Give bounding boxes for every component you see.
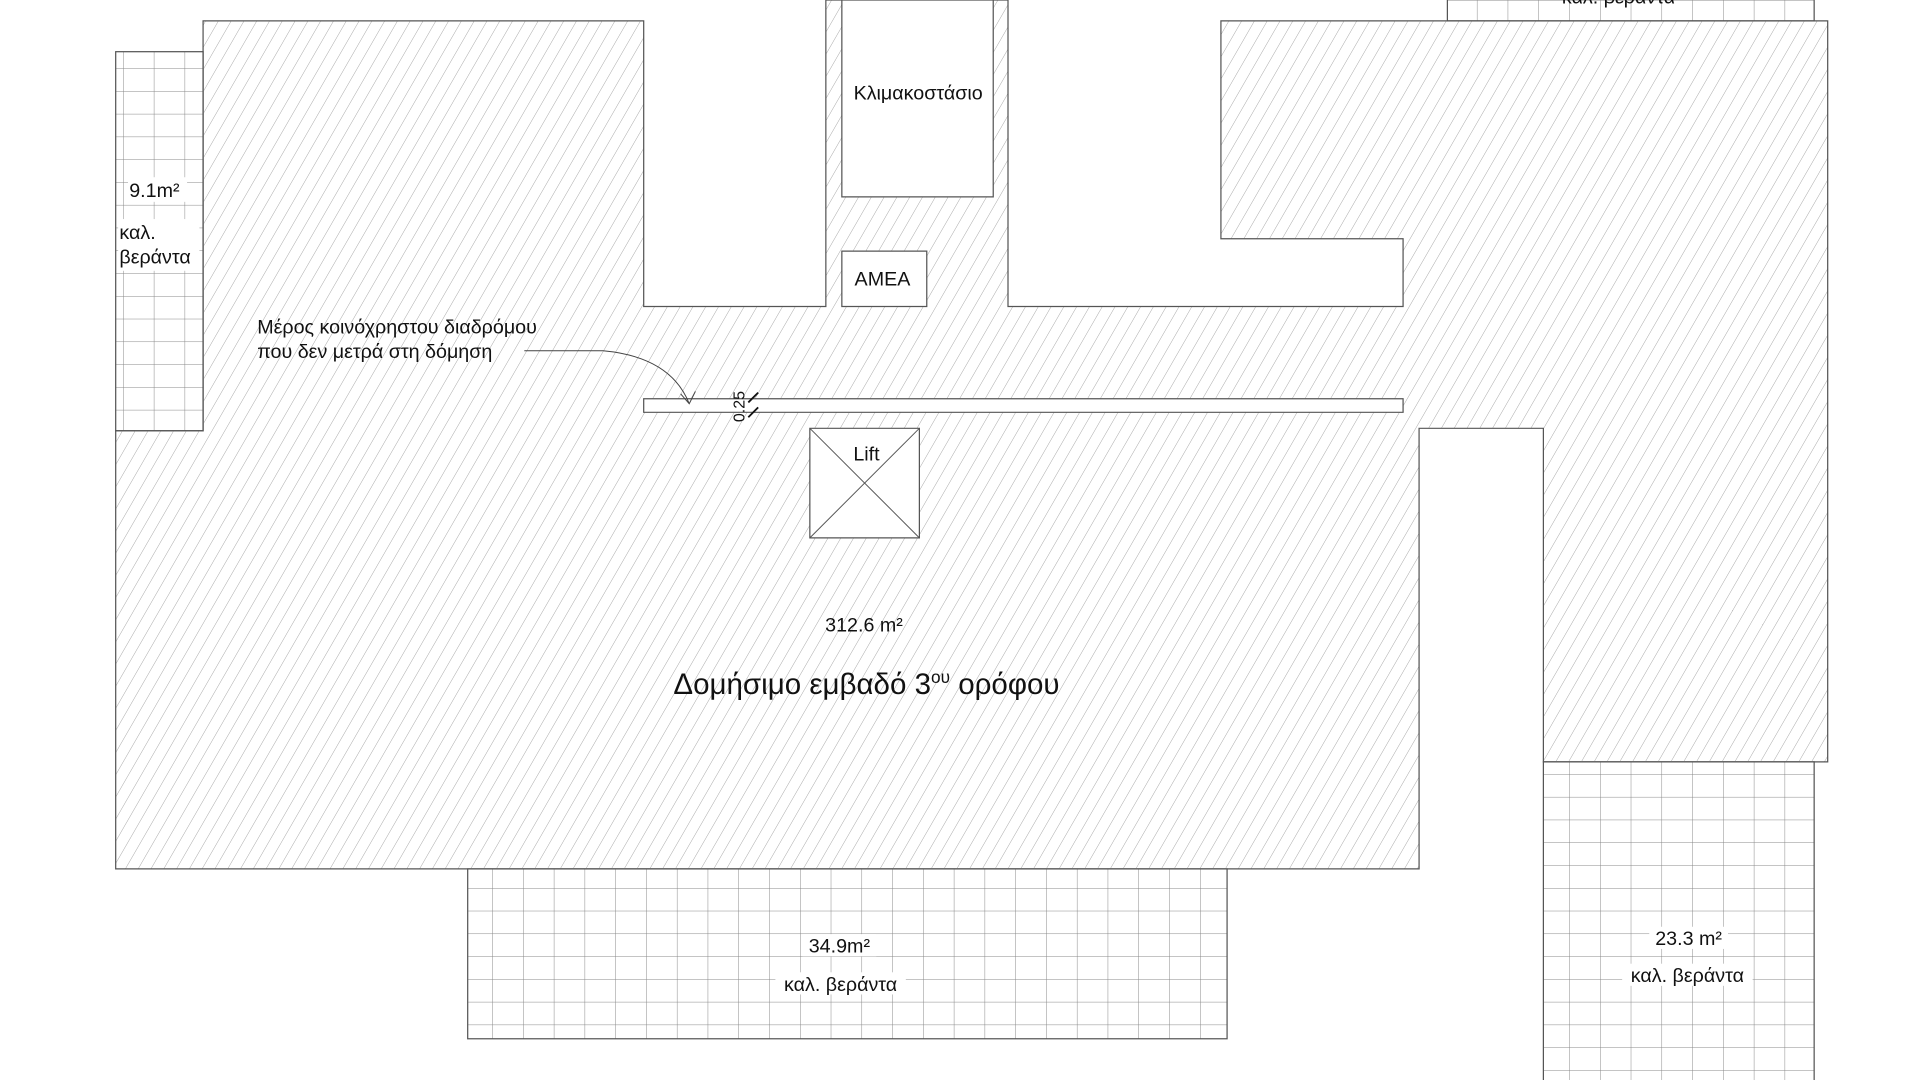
annotation-line-1: Μέρος κοινόχρηστου διαδρόμου xyxy=(257,317,537,339)
buildable-area xyxy=(115,0,1829,870)
svg-text:καλ. βεράντα: καλ. βεράντα xyxy=(1562,0,1675,9)
annotation-line-2: που δεν μετρά στη δόμηση xyxy=(257,341,492,363)
svg-text:βεράντα: βεράντα xyxy=(119,246,190,268)
dimension-label: 0.25 xyxy=(732,391,749,422)
balcony-right-labels: 23.3 m² καλ. βεράντα xyxy=(1622,926,1753,987)
svg-text:23.3 m²: 23.3 m² xyxy=(1655,928,1722,950)
svg-text:9.1m²: 9.1m² xyxy=(129,180,180,202)
staircase-label: Κλιμακοστάσιο xyxy=(854,83,983,105)
main-area-title: Δομήσιμο εμβαδό 3ου ορόφου xyxy=(673,667,1059,701)
balcony-top-labels: καλ. βεράντα xyxy=(1562,0,1675,9)
main-area-value: 312.6 m² xyxy=(825,614,903,636)
annotation-leader-arrow xyxy=(524,350,696,405)
balcony-left-labels: 9.1m² καλ. βεράντα xyxy=(118,177,200,271)
svg-text:34.9m²: 34.9m² xyxy=(809,936,871,958)
svg-text:καλ.: καλ. xyxy=(119,222,155,244)
svg-text:καλ. βεράντα: καλ. βεράντα xyxy=(784,974,897,996)
lift-label: Lift xyxy=(853,443,880,465)
lift-cross-icon xyxy=(809,427,920,539)
balcony-right xyxy=(1542,761,1815,1080)
balcony-bottom-labels: 34.9m² καλ. βεράντα xyxy=(775,934,906,996)
svg-text:καλ. βεράντα: καλ. βεράντα xyxy=(1631,965,1744,987)
amea-label: AMEA xyxy=(855,269,912,291)
dimension-ticks xyxy=(747,391,759,418)
